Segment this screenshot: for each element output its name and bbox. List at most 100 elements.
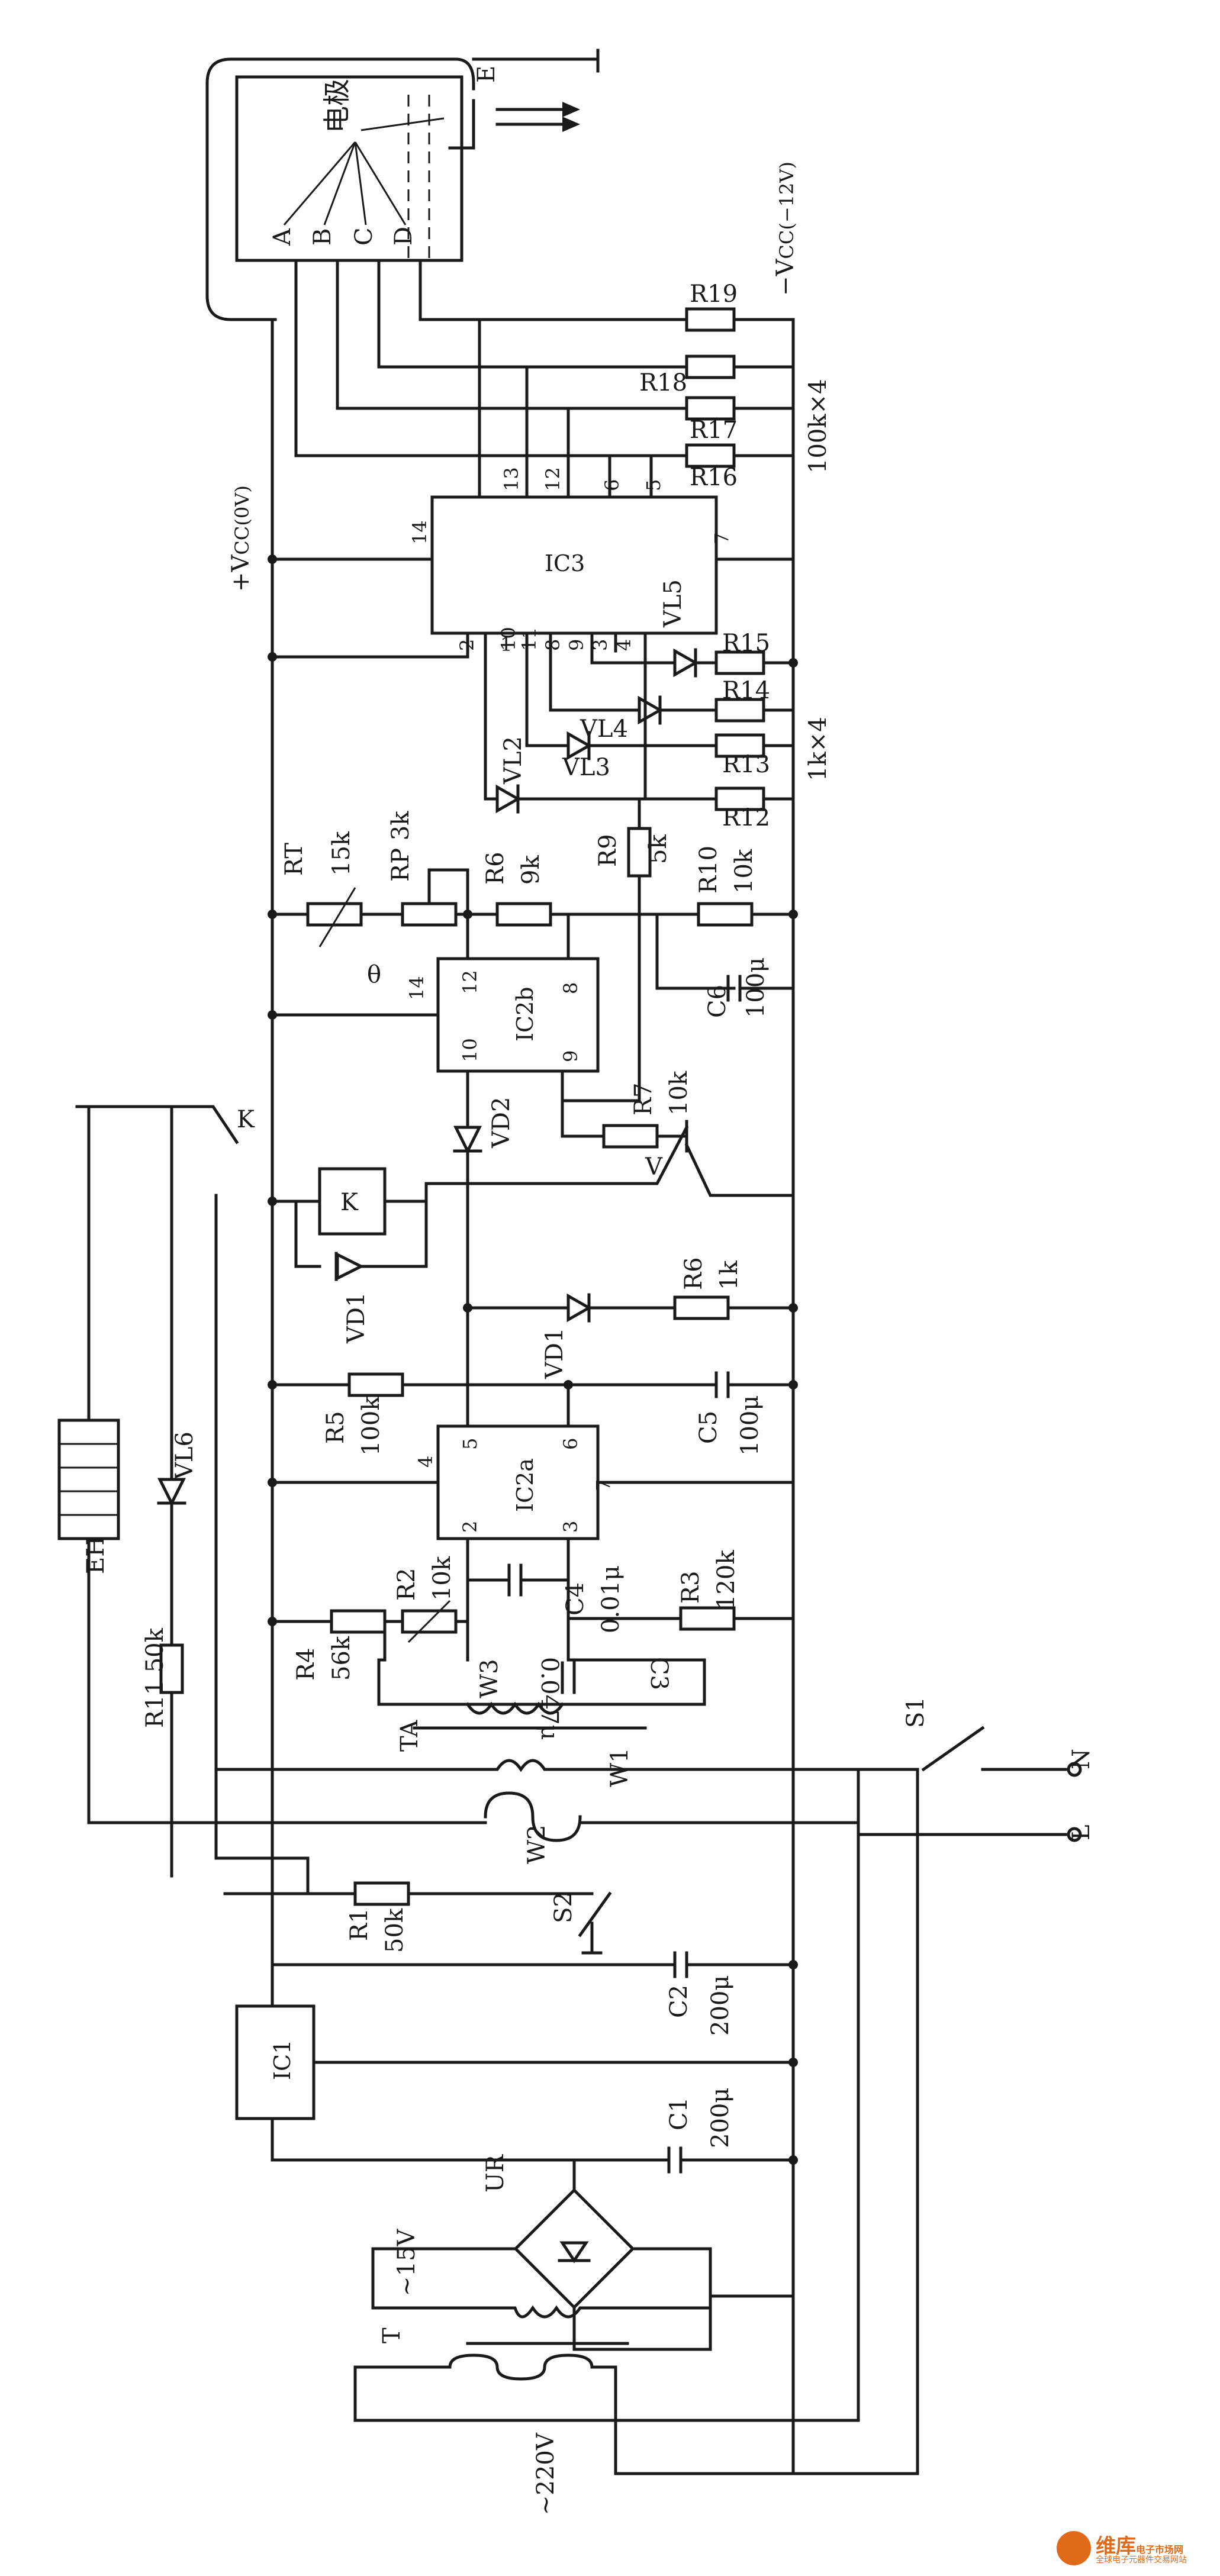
r6b-label: R6 <box>680 1257 707 1290</box>
vd2-label: VD2 <box>488 1097 515 1149</box>
c5-value: 100μ <box>736 1395 764 1456</box>
ic2a-pin-4: 4 <box>414 1456 437 1468</box>
led-bank <box>484 648 795 814</box>
r13-label: R13 <box>722 751 770 778</box>
led-vl4 <box>638 695 664 725</box>
c6-label: C6 <box>704 985 731 1018</box>
s2-label: S2 <box>550 1892 577 1923</box>
c5-label: C5 <box>695 1411 722 1444</box>
led-vl3 <box>566 731 593 760</box>
terminal-l <box>1067 1827 1082 1842</box>
c1-label: C1 <box>665 2097 693 2130</box>
ic2b-pin-10: 10 <box>459 1038 481 1062</box>
r4-value: 56k <box>328 1636 355 1681</box>
ic2b-pin-9: 9 <box>559 1050 582 1062</box>
r2-label: R2 <box>393 1568 420 1601</box>
r10-value: 10k <box>730 849 758 894</box>
c6-value: 100μ <box>742 957 770 1018</box>
resistor-r6-9k <box>495 902 552 927</box>
r1-value: 50k <box>381 1908 408 1953</box>
c2-label: C2 <box>665 1985 693 2018</box>
resistor-r19 <box>685 307 736 332</box>
r7-value: 10k <box>665 1071 693 1115</box>
r5-label: R5 <box>322 1411 349 1444</box>
power-supply <box>235 1703 795 2286</box>
vl3-label: VL3 <box>562 754 610 781</box>
r7-label: R7 <box>630 1082 657 1115</box>
ic3-pin-14: 14 <box>408 520 431 544</box>
r2-value: 10k <box>429 1556 456 1601</box>
ur-label: UR <box>482 2153 509 2193</box>
vcc-neg-label: −VCC(−12V) <box>772 162 799 296</box>
r12-label: R12 <box>722 804 770 831</box>
resistor-r11 <box>159 1643 184 1694</box>
ic2b-pin-14: 14 <box>405 976 428 1000</box>
indicator-vd1 <box>466 1293 795 1323</box>
resistor-r4 <box>330 1609 387 1634</box>
r16-label: R16 <box>690 464 738 491</box>
ic2a-pin-3: 3 <box>559 1521 582 1533</box>
ic3 <box>430 495 718 635</box>
electrode-c-label: C <box>350 227 378 246</box>
led-vl2 <box>495 784 522 814</box>
ic1-label: IC1 <box>269 2040 295 2080</box>
potentiometer-rp <box>401 902 458 927</box>
heater-circuit <box>57 1105 310 1878</box>
regulator-ic1 <box>235 2004 316 2120</box>
r6a-label: R6 <box>482 852 509 885</box>
ta-label: TA <box>396 1720 423 1752</box>
diode-vd1-flyback <box>336 1252 365 1281</box>
ic3-pin-13: 13 <box>500 467 523 491</box>
led-vl6 <box>157 1478 186 1507</box>
resistor-r1 <box>353 1881 410 1906</box>
junctions <box>268 554 798 2165</box>
heater-eh <box>57 1418 120 1540</box>
ic3-pin-4: 4 <box>613 639 635 651</box>
r11-label: R11 50k <box>141 1627 169 1728</box>
ic3-pin-5: 5 <box>642 479 665 491</box>
vl4-label: VL4 <box>580 715 628 743</box>
ic2a-pin-2: 2 <box>459 1521 481 1533</box>
vcc-pos-label: +VCC(0V) <box>227 485 255 592</box>
r5-value: 100k <box>358 1396 385 1456</box>
resistor-r5 <box>347 1372 404 1397</box>
w2-label: W2 <box>523 1824 551 1864</box>
timer-rc <box>271 1371 795 1428</box>
ic2a <box>436 1424 600 1540</box>
ic3-pin-12: 12 <box>542 467 564 491</box>
relay-k-label: K <box>340 1189 359 1216</box>
n-label: N <box>1068 1749 1095 1769</box>
watermark-brand: 维库电子市场网 <box>1096 2535 1184 2558</box>
ic3-pin-7: 7 <box>710 533 733 544</box>
transistor-v-label: V <box>645 1153 663 1181</box>
c3-value: 0.047μ <box>536 1657 563 1740</box>
pri-voltage-label: ~220V <box>532 2432 559 2515</box>
ic2a-label: IC2a <box>512 1458 538 1512</box>
transformer-t <box>353 2294 919 2475</box>
ic3-pin-1: 1 <box>500 633 512 656</box>
electrode-label: 电极 <box>321 79 353 133</box>
resistor-r17 <box>685 396 736 421</box>
ic2b-wires <box>271 913 795 1120</box>
r15-label: R15 <box>722 630 770 657</box>
water-tank <box>205 49 600 321</box>
electrode-d-label: D <box>390 227 417 246</box>
contact-k-label: K <box>237 1106 255 1133</box>
ic3-pins-top <box>478 318 653 499</box>
resistor-r18 <box>685 354 736 379</box>
winding-w3 <box>465 1701 565 1715</box>
r17-label: R17 <box>690 417 738 444</box>
sensing-network <box>271 1600 706 1730</box>
sensor-divider <box>271 797 795 1102</box>
c4-value: 0.01μ <box>597 1565 625 1633</box>
ic3-pin-10: 10 <box>497 627 520 651</box>
electrode-a-label: A <box>269 228 296 246</box>
mains-section <box>214 1726 1082 2339</box>
w1-label: W1 <box>606 1748 633 1787</box>
vd1b-label: VD1 <box>541 1328 568 1379</box>
ic2a-pin-5: 5 <box>459 1438 481 1450</box>
r4-label: R4 <box>292 1648 320 1681</box>
r-group1-label: 100k×4 <box>804 379 832 473</box>
